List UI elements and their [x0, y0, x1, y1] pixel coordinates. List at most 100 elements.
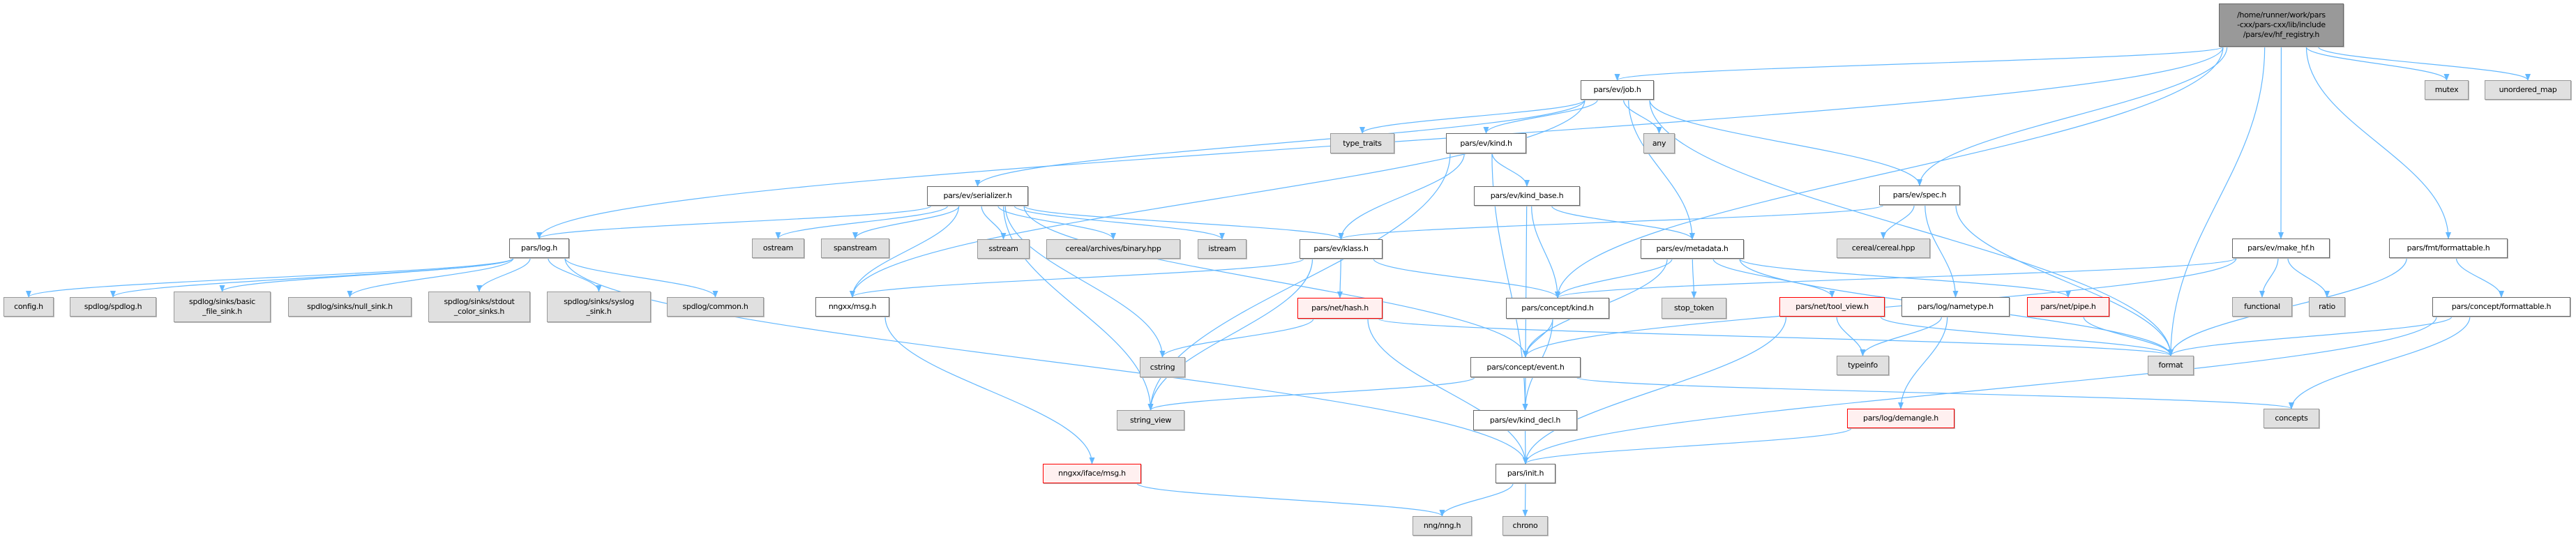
- edge-job-to-any: [1622, 99, 1662, 134]
- node-spdlog: spdlog/spdlog.h: [70, 297, 156, 317]
- node-log[interactable]: pars/log.h: [509, 239, 569, 258]
- edge-root-to-umap: [2317, 46, 2531, 81]
- node-concepts: concepts: [2264, 409, 2319, 428]
- node-ostream: ostream: [752, 239, 804, 258]
- edge-concept_formattable-to-init: [1523, 316, 2437, 464]
- edge-serializer-to-cstring: [1004, 205, 1166, 358]
- edge-concept_formattable-to-concepts: [2289, 316, 2471, 409]
- edge-job-to-type_traits: [1359, 99, 1585, 134]
- edge-serializer-to-nngxx_msg: [850, 205, 960, 298]
- node-sstream: sstream: [977, 239, 1030, 259]
- edge-tool_view-to-init: [1523, 316, 1787, 464]
- edge-tool_view-to-typeinfo: [1836, 316, 1866, 356]
- edge-root-to-fmt_formattable: [2305, 46, 2451, 239]
- edge-root-to-format: [2168, 46, 2266, 356]
- node-pipe[interactable]: pars/net/pipe.h: [2027, 297, 2109, 317]
- edge-log-to-config: [26, 257, 514, 298]
- edge-serializer-to-log: [536, 205, 932, 239]
- edge-kind_base-to-metadata: [1551, 205, 1695, 240]
- edge-log-to-basic_sink: [219, 257, 514, 292]
- edge-serializer-to-ostream: [775, 205, 949, 239]
- edge-tool_view-to-format: [1880, 316, 2174, 356]
- edge-log-to-syslog_sink: [548, 257, 602, 292]
- node-job[interactable]: pars/ev/job.h: [1581, 80, 1654, 100]
- node-klass[interactable]: pars/ev/klass.h: [1300, 239, 1383, 259]
- node-fmt-formattable[interactable]: pars/fmt/formattable.h: [2389, 239, 2508, 258]
- edge-serializer-to-istream: [1014, 205, 1225, 240]
- node-nametype[interactable]: pars/log/nametype.h: [1901, 297, 2010, 317]
- node-demangle[interactable]: pars/log/demangle.h: [1847, 409, 1954, 428]
- node-metadata[interactable]: pars/ev/metadata.h: [1641, 239, 1744, 259]
- edge-make_hf-to-functional: [2259, 257, 2279, 298]
- edge-kind-to-kind_base: [1491, 153, 1530, 187]
- edge-serializer-to-string_view: [1003, 205, 1154, 411]
- node-concept-formattable[interactable]: pars/concept/formattable.h: [2432, 297, 2570, 317]
- edge-job-to-metadata: [1628, 99, 1695, 240]
- node-string-view: string_view: [1117, 410, 1184, 430]
- edge-make_hf-to-concept_kind: [1555, 257, 2237, 298]
- edge-kind_base-to-concept_event: [1523, 205, 1529, 358]
- node-hash[interactable]: pars/net/hash.h: [1297, 298, 1383, 319]
- node-serializer[interactable]: pars/ev/serializer.h: [927, 186, 1028, 206]
- edge-concept_kind-to-concept_event: [1523, 318, 1553, 358]
- edge-init-to-nng: [1439, 483, 1514, 517]
- edge-concept_formattable-to-format: [2168, 316, 2453, 356]
- edge-job-to-nngxx_msg: [850, 99, 1585, 298]
- node-cstring: cstring: [1140, 357, 1185, 377]
- node-config: config.h: [3, 297, 54, 317]
- node-chrono: chrono: [1502, 516, 1548, 536]
- edge-klass-to-concept_kind: [1373, 258, 1560, 298]
- node-typeinfo: typeinfo: [1837, 356, 1889, 375]
- edge-concept_event-to-concepts: [1576, 377, 2294, 409]
- edge-job-to-kind: [1483, 99, 1598, 134]
- node-nngxx-msg[interactable]: nngxx/msg.h: [815, 297, 889, 317]
- edge-log-to-init: [564, 257, 1528, 464]
- edge-log-to-common: [564, 257, 718, 298]
- edge-demangle-to-init: [1523, 428, 1852, 464]
- edge-iface_msg-to-nng: [1136, 483, 1445, 517]
- edge-klass-to-hash: [1337, 258, 1343, 298]
- node-binary: cereal/archives/binary.hpp: [1046, 239, 1180, 259]
- edge-serializer-to-klass: [1023, 205, 1344, 240]
- edge-spec-to-klass: [1338, 204, 1884, 240]
- node-root: /home/runner/work/pars -cxx/pars-cxx/lib…: [2219, 3, 2344, 47]
- edge-nametype-to-demangle: [1898, 316, 1948, 409]
- node-concept-event[interactable]: pars/concept/event.h: [1470, 357, 1581, 377]
- edge-log-to-null_sink: [347, 257, 514, 298]
- node-basic-sink: spdlog/sinks/basic _file_sink.h: [174, 292, 271, 322]
- node-stop-token: stop_token: [1662, 298, 1726, 319]
- edge-klass-to-nngxx_msg: [850, 258, 1304, 298]
- edge-serializer-to-sstream: [981, 205, 1007, 240]
- node-type-traits: type_traits: [1330, 133, 1394, 153]
- node-tool-view[interactable]: pars/net/tool_view.h: [1779, 297, 1885, 317]
- edge-nngxx_msg-to-iface_msg: [884, 316, 1095, 464]
- edge-metadata-to-tool_view: [1712, 258, 1835, 298]
- node-common: spdlog/common.h: [667, 297, 764, 317]
- node-make-hf[interactable]: pars/ev/make_hf.h: [2232, 239, 2330, 258]
- node-init[interactable]: pars/init.h: [1496, 464, 1556, 483]
- edge-job-to-serializer: [974, 99, 1585, 187]
- node-kind[interactable]: pars/ev/kind.h: [1446, 133, 1526, 153]
- edge-concept_event-to-string_view: [1147, 377, 1475, 411]
- node-any: any: [1643, 133, 1675, 153]
- node-spec[interactable]: pars/ev/spec.h: [1879, 186, 1960, 205]
- node-kind-decl[interactable]: pars/ev/kind_decl.h: [1473, 410, 1577, 430]
- edge-kind-to-klass: [1338, 153, 1465, 240]
- edge-root-to-spec: [1917, 46, 2228, 186]
- node-cereal: cereal/cereal.hpp: [1837, 239, 1930, 258]
- edge-fmt_formattable-to-concept_formattable: [2455, 257, 2504, 298]
- node-iface-msg[interactable]: nngxx/iface/msg.h: [1043, 464, 1141, 483]
- node-functional: functional: [2232, 297, 2292, 317]
- node-nng: nng/nng.h: [1413, 516, 1472, 536]
- edge-spec-to-cereal: [1881, 204, 1915, 239]
- edge-spec-to-format: [1955, 204, 2174, 356]
- node-format: format: [2148, 356, 2194, 375]
- node-kind-base[interactable]: pars/ev/kind_base.h: [1474, 186, 1580, 206]
- node-syslog-sink: spdlog/sinks/syslog _sink.h: [547, 292, 651, 322]
- edge-nametype-to-typeinfo: [1860, 316, 1943, 356]
- edge-kind_base-to-concept_kind: [1531, 205, 1560, 298]
- edge-spec-to-nametype: [1925, 204, 1959, 298]
- node-concept-kind[interactable]: pars/concept/kind.h: [1506, 298, 1609, 319]
